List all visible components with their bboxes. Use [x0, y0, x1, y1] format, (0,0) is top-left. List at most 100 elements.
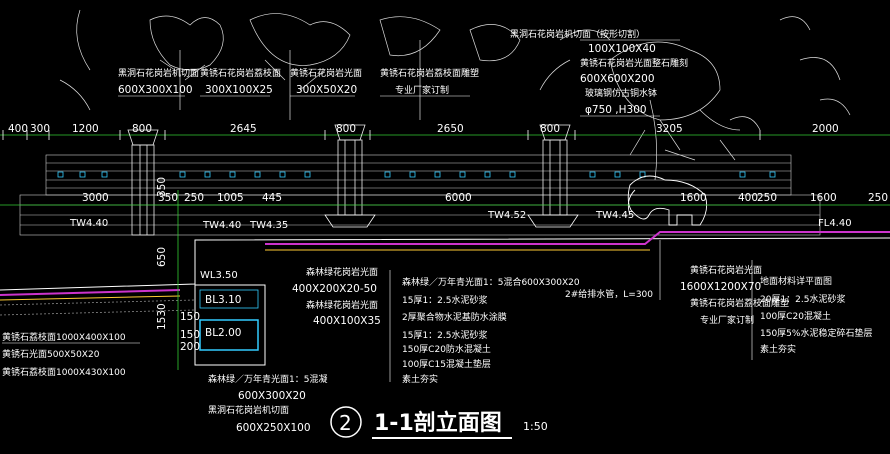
center-layer-2: 15厚1：2.5水泥砂浆 [402, 294, 488, 306]
label-top-2-name: 黄锈石花岗岩荔枝面 [200, 67, 281, 79]
dim-top-2: 300 [30, 123, 50, 135]
center-layer-1: 森林绿／万年青光面1：5混合600X300X20 [402, 276, 580, 288]
dim-top-1: 400 [8, 123, 28, 135]
drawing-title-block: 2 1-1剖立面图 1:50 [330, 406, 548, 439]
top-callouts: 黑洞石花岗岩机切面 600X300X100 黄锈石花岗岩荔枝面 300X100X… [118, 28, 688, 117]
wall-dots [57, 171, 776, 178]
right-layer-5: 素土夯实 [760, 343, 796, 355]
right-layer-1: 地面材料详平面图 [760, 275, 832, 287]
dim-vert-1: 350 [156, 177, 168, 197]
center-layer-3: 2厚聚合物水泥基防水涂膜 [402, 311, 507, 323]
dim-top-8: 800 [540, 123, 560, 135]
right-callouts: 黄锈石花岗岩光面 1600X1200X70 黄锈石花岗岩荔枝面雕塑 专业厂家订制 [659, 240, 789, 326]
right-layer-3: 100厚C20混凝土 [760, 310, 831, 322]
drawing-title: 1-1剖立面图 [374, 410, 502, 436]
fountain-basins [324, 214, 579, 228]
center-layer-7: 素土夯实 [402, 373, 438, 385]
level-bl-1: BL3.10 [205, 294, 241, 306]
dim-vert-4: 1530 [156, 303, 168, 330]
right-spec-1-spec: 1600X1200X70 [680, 281, 761, 293]
center-layer-4: 15厚1：2.5水泥砂浆 [402, 329, 488, 341]
dim-vert-5: 150 [180, 329, 200, 341]
label-top-3-name: 黄锈石花岗岩光面 [290, 67, 362, 79]
dim-vert-3: 150 [180, 311, 200, 323]
dim-top-4: 800 [132, 123, 152, 135]
label-top-7-name: 玻璃钢仿古铜水钵 [585, 87, 657, 99]
dim-top-9: 3205 [656, 123, 683, 135]
level-tw-2: TW4.40 [202, 220, 241, 231]
dim-mid-2: 350 [158, 192, 178, 204]
label-top-6-name: 黄锈石花岗岩光面整石雕刻 [580, 57, 688, 69]
label-top-4-name: 黄锈石花岗岩荔枝面雕塑 [380, 67, 479, 79]
bottom-callouts: 森林绿／万年青光面1：5混凝 600X300X20 黑洞石花岗岩机切面 600X… [208, 373, 327, 434]
label-top-7-spec: φ750 ,H300 [585, 104, 647, 116]
right-spec-2-name: 黄锈石花岗岩荔枝面雕塑 [690, 297, 789, 309]
label-top-1-spec: 600X300X100 [118, 84, 193, 96]
center-layer-6: 100厚C15混凝土垫层 [402, 358, 491, 370]
dim-top-7: 2650 [437, 123, 464, 135]
dim-mid-4: 1005 [217, 192, 244, 204]
label-top-3-spec: 300X50X20 [296, 84, 357, 96]
vertical-dimensions: 350 650 150 1530 150 200 [156, 177, 200, 370]
label-mid-2-name: 森林绿花岗岩光面 [306, 299, 378, 311]
right-layer-list: 地面材料详平面图 20厚1：2.5水泥砂浆 100厚C20混凝土 150厚5%水… [751, 260, 872, 360]
level-wl: WL3.50 [200, 270, 238, 281]
dim-vert-6: 200 [180, 341, 200, 353]
mid-dimension-line: 3000 350 250 1005 445 6000 1600 400 250 … [0, 192, 890, 206]
label-top-5-spec: 100X100X40 [588, 43, 656, 55]
level-markers: TW4.40 TW4.40 TW4.35 TW4.52 TW4.45 FL4.4… [69, 210, 852, 281]
label-top-1-name: 黑洞石花岗岩机切面 [118, 67, 199, 79]
bottom-label-2-spec: 600X250X100 [236, 422, 311, 434]
center-layer-list: 森林绿／万年青光面1：5混合600X300X20 15厚1：2.5水泥砂浆 2厚… [389, 270, 653, 385]
dim-top-6: 800 [336, 123, 356, 135]
dim-mid-5: 445 [262, 192, 282, 204]
bottom-label-2-name: 黑洞石花岗岩机切面 [208, 404, 289, 416]
level-tw-4: TW4.52 [487, 210, 526, 221]
dim-mid-8: 400 [738, 192, 758, 204]
pipe-note: 2#给排水管，L=300 [565, 288, 653, 300]
drawing-scale: 1:50 [523, 420, 548, 433]
elephant-sculpture [627, 175, 708, 226]
drawing-number: 2 [339, 411, 352, 435]
label-top-2-spec: 300X100X25 [205, 84, 273, 96]
dim-mid-11: 250 [868, 192, 888, 204]
dim-mid-7: 1600 [680, 192, 707, 204]
middle-callouts: 森林绿花岗岩光面 400X200X20-50 森林绿花岗岩光面 400X100X… [292, 266, 381, 327]
level-tw-5: TW4.45 [595, 210, 634, 221]
label-mid-2-spec: 400X100X35 [313, 315, 381, 327]
dim-top-5: 2645 [230, 123, 257, 135]
dim-top-10: 2000 [812, 123, 839, 135]
level-fl: FL4.40 [818, 218, 852, 229]
bottom-label-1-name: 森林绿／万年青光面1：5混凝 [208, 373, 327, 385]
right-spec-1-name: 黄锈石花岗岩光面 [690, 264, 762, 276]
label-top-4-spec: 专业厂家订制 [395, 84, 449, 96]
ground-section [0, 231, 890, 366]
level-tw-1: TW4.40 [69, 218, 108, 229]
left-spec-2: 黄锈石光面500X50X20 [2, 348, 100, 360]
tree-sketch-group [59, 9, 851, 181]
dim-mid-6: 6000 [445, 192, 472, 204]
label-top-5-name: 黑洞石花岗岩机切面（按形切割） [510, 28, 645, 40]
center-layer-5: 150厚C20防水混凝土 [402, 343, 491, 355]
right-layer-2: 20厚1：2.5水泥砂浆 [760, 293, 846, 305]
right-layer-4: 150厚5%水泥稳定碎石垫层 [760, 327, 872, 339]
left-spec-3: 黄锈石荔枝面1000X430X100 [2, 366, 126, 378]
label-top-6-spec: 600X600X200 [580, 73, 655, 85]
dim-top-3: 1200 [72, 123, 99, 135]
left-spec-1: 黄锈石荔枝面1000X400X100 [2, 331, 126, 343]
label-mid-1-spec: 400X200X20-50 [292, 283, 377, 295]
dim-mid-10: 1600 [810, 192, 837, 204]
drawing-number-circle [330, 406, 362, 438]
top-dimension-line: 400 300 1200 800 2645 800 2650 800 3205 … [0, 123, 890, 140]
level-tw-3: TW4.35 [249, 220, 288, 231]
dim-mid-3: 250 [184, 192, 204, 204]
dim-vert-2: 650 [156, 247, 168, 267]
left-callouts: 黄锈石荔枝面1000X400X100 黄锈石光面500X50X20 黄锈石荔枝面… [2, 331, 140, 378]
label-mid-1-name: 森林绿花岗岩光面 [306, 266, 378, 278]
dim-mid-9: 250 [757, 192, 777, 204]
right-spec-2-spec: 专业厂家订制 [700, 314, 754, 326]
level-bl-2: BL2.00 [205, 327, 241, 339]
dim-mid-1: 3000 [82, 192, 109, 204]
bottom-label-1-spec: 600X300X20 [238, 390, 306, 402]
